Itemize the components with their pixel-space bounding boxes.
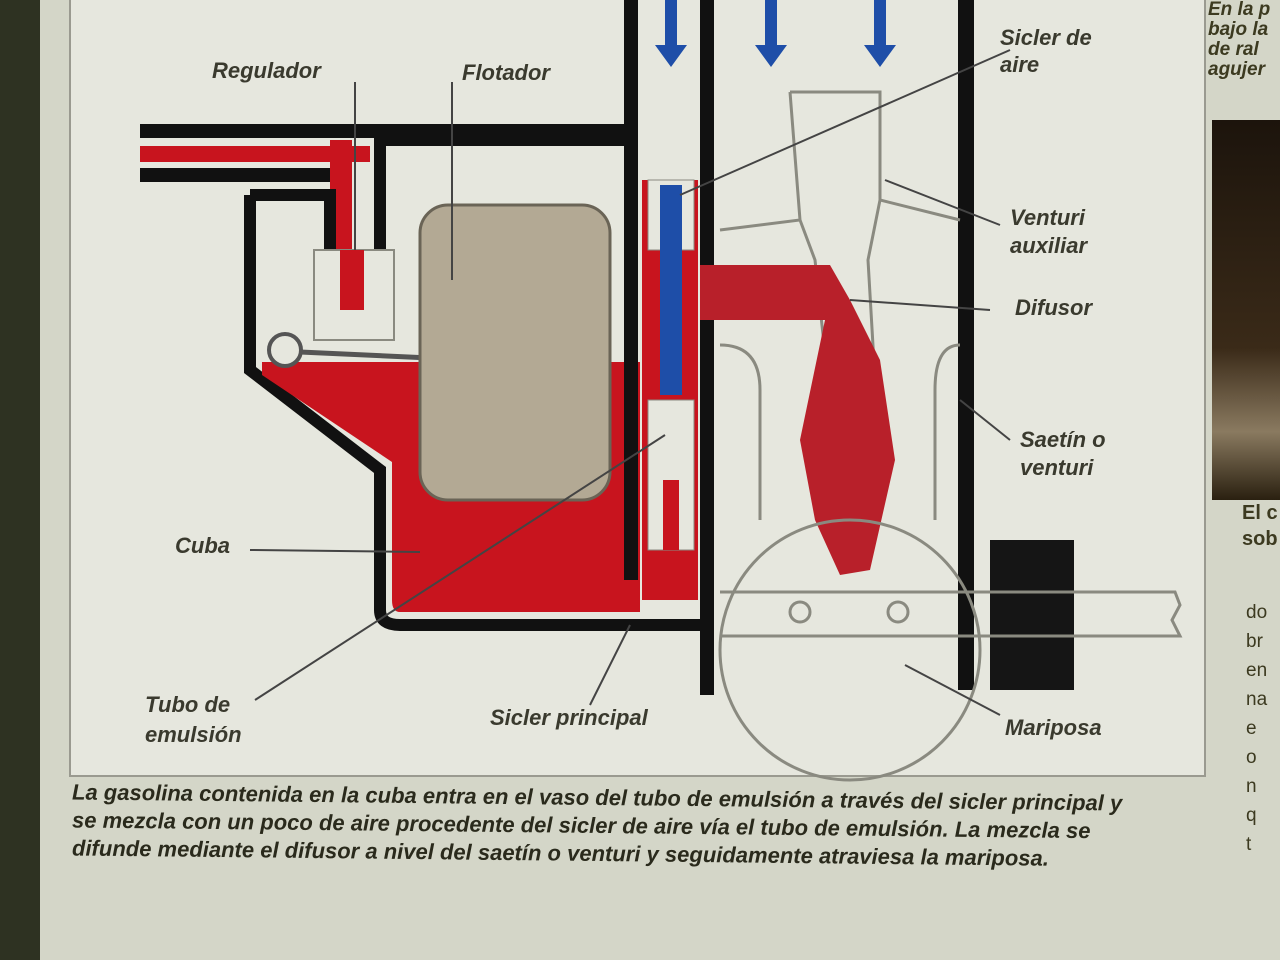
label-tubo-1: Tubo de [145,692,230,717]
side-photo-caption: El c sob [1242,502,1278,550]
side-column-top-text: En la p bajo la de ral agujer [1208,0,1271,80]
air-flow-arrows [655,0,896,67]
throttle-stop-block [990,540,1074,690]
carburetor-diagram: Regulador Flotador Sicler de aire Ventur… [69,0,1206,782]
bowl-wall [244,134,710,631]
auxiliary-venturi [719,90,961,401]
label-regulador: Regulador [212,58,322,83]
label-mariposa: Mariposa [1005,715,1102,740]
label-saetin-2: venturi [1020,455,1094,480]
side-photo [1212,120,1280,500]
label-sicler-aire-2: aire [1000,52,1039,77]
label-sicler-aire-1: Sicler de [1000,25,1092,50]
leader-lines [249,49,1011,716]
label-saetin-1: Saetín o [1020,427,1106,452]
butterfly-valve [718,518,982,782]
label-tubo-2: emulsión [145,722,242,747]
throat-wall [958,0,974,690]
label-flotador: Flotador [462,60,551,85]
label-venturi-aux-2: auxiliar [1010,233,1088,258]
throttle-shaft [720,590,1183,638]
label-cuba: Cuba [175,533,230,558]
side-column-body-text: do br en na e o n q t [1246,602,1268,855]
main-venturi [719,343,961,520]
figure-caption: La gasolina contenida en la cuba entra e… [72,779,1123,871]
label-sicler-principal: Sicler principal [490,705,649,730]
label-venturi-aux-1: Venturi [1010,205,1086,230]
label-difusor: Difusor [1015,295,1093,320]
float [418,203,612,502]
diffuser-spray [700,265,895,575]
book-page: Regulador Flotador Sicler de aire Ventur… [40,0,1280,960]
